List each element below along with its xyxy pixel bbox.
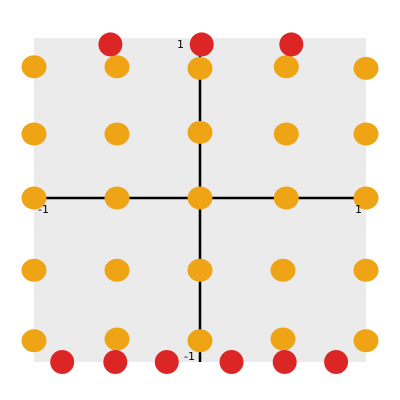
red-dot-6	[219, 350, 244, 374]
orange-dot-2	[187, 56, 213, 80]
orange-dot-11	[104, 186, 130, 210]
orange-dot-15	[21, 258, 47, 282]
orange-dot-7	[187, 120, 213, 144]
x-axis-left-label: -1	[38, 203, 49, 216]
orange-dot-14	[353, 186, 379, 210]
y-axis-top-label: 1	[177, 38, 184, 51]
orange-dot-16	[104, 258, 130, 282]
orange-dot-6	[104, 122, 130, 146]
orange-dot-3	[273, 55, 299, 79]
orange-dot-21	[104, 327, 130, 351]
red-dot-1	[189, 32, 214, 57]
orange-dot-5	[21, 122, 47, 146]
orange-dot-19	[353, 258, 379, 282]
orange-dot-22	[187, 329, 213, 353]
orange-dot-18	[270, 258, 296, 282]
orange-dot-24	[353, 329, 379, 353]
orange-dot-13	[273, 186, 299, 210]
red-dot-4	[103, 350, 128, 374]
red-dot-3	[50, 350, 75, 374]
orange-dot-8	[273, 122, 299, 146]
red-dot-8	[324, 350, 349, 374]
orange-dot-17	[187, 258, 213, 282]
orange-dot-1	[104, 55, 130, 79]
orange-dot-20	[21, 329, 47, 353]
x-axis-right-label: 1	[355, 203, 362, 216]
orange-dot-12	[187, 186, 213, 210]
red-dot-5	[154, 350, 179, 374]
red-dot-2	[279, 32, 304, 57]
orange-dot-10	[21, 186, 47, 210]
red-dot-7	[272, 350, 297, 374]
red-dot-0	[98, 32, 123, 57]
orange-dot-0	[21, 55, 47, 79]
y-axis-bottom-label: -1	[184, 350, 195, 363]
orange-dot-9	[353, 122, 379, 146]
orange-dot-4	[353, 56, 379, 80]
orange-dot-23	[270, 327, 296, 351]
dots-layer	[21, 32, 379, 374]
